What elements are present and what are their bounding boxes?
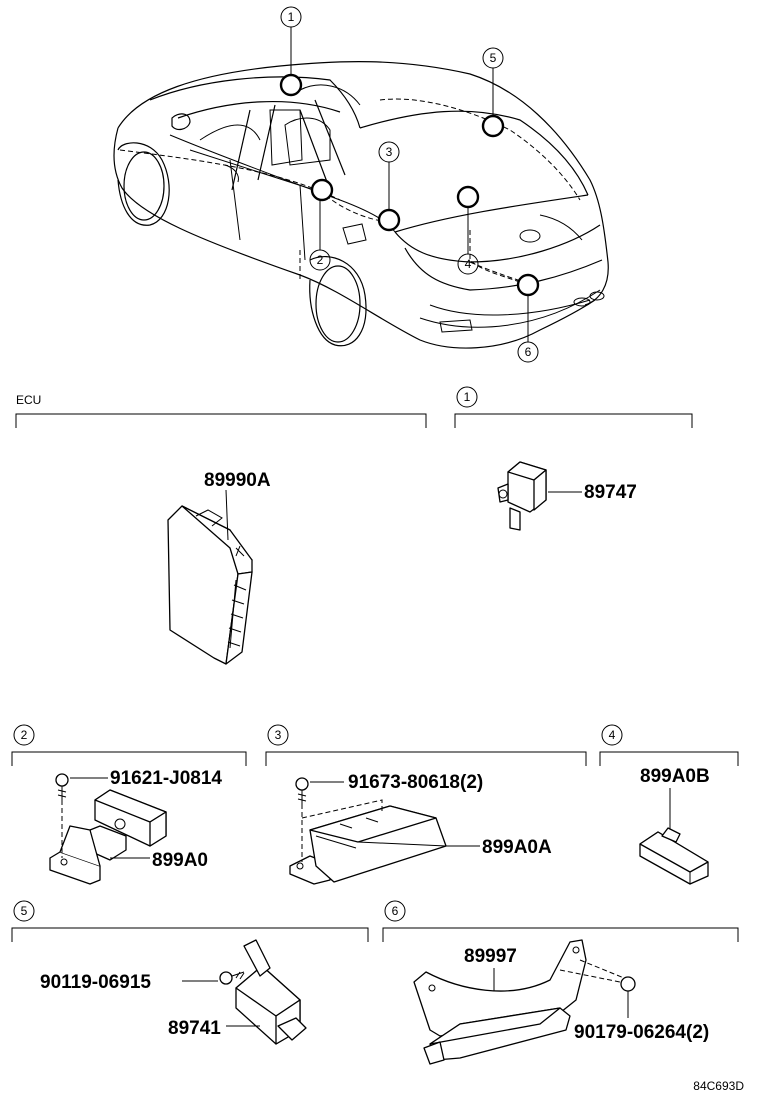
sensor-899A0B — [639, 827, 709, 885]
section-3-callout: 3 — [275, 728, 282, 742]
car-callout-4: 4 — [465, 257, 472, 271]
bolt-91621 — [55, 773, 69, 800]
location-marker-4 — [456, 185, 480, 209]
section-6-callout: 6 — [392, 904, 399, 918]
part-number-91673-80618: 91673-80618(2) — [348, 772, 483, 793]
car-leader-lines — [290, 27, 529, 342]
location-marker-5 — [481, 114, 505, 138]
car-callout-2: 2 — [317, 253, 324, 267]
location-marker-6 — [516, 273, 540, 297]
part-number-899A0B: 899A0B — [640, 766, 710, 787]
section-ecu: ECU 89990A — [15, 393, 427, 665]
car-callout-5: 5 — [490, 51, 497, 65]
section-4-callout: 4 — [609, 728, 616, 742]
car-callout-3: 3 — [386, 145, 393, 159]
sensor-89741 — [235, 939, 307, 1045]
section-6: 6 89997 90179-06264(2) — [382, 900, 739, 1065]
part-number-899A0A: 899A0A — [482, 837, 552, 858]
bolt-90119 — [219, 971, 245, 985]
location-marker-3 — [377, 208, 401, 232]
car-callouts: 1 5 3 2 4 6 — [280, 6, 539, 363]
location-marker-2 — [310, 178, 334, 202]
section-5: 5 90119-06915 89741 — [11, 900, 369, 1045]
diagram-code: 84C693D — [693, 1079, 744, 1093]
part-number-90119-06915: 90119-06915 — [40, 972, 151, 993]
part-number-89997: 89997 — [464, 946, 517, 967]
bolt-90179 — [620, 976, 636, 1004]
section-ecu-label: ECU — [16, 393, 41, 407]
section-1: 1 89747 — [454, 386, 693, 531]
section-1-callout: 1 — [464, 390, 471, 404]
part-number-899A0: 899A0 — [152, 850, 208, 871]
ecu-module — [167, 505, 253, 665]
part-number-89990A: 89990A — [204, 470, 271, 491]
part-number-89747: 89747 — [584, 482, 637, 503]
sensor-locations — [279, 73, 540, 297]
section-4: 4 899A0B — [599, 724, 739, 885]
sensor-bracket-899A0 — [49, 789, 167, 885]
car-callout-1: 1 — [288, 10, 295, 24]
module-899A0A — [289, 805, 447, 885]
section-2-callout: 2 — [21, 728, 28, 742]
part-number-90179-06264: 90179-06264(2) — [574, 1022, 709, 1043]
section-2: 2 91621-J0814 899A0 — [11, 724, 247, 885]
location-marker-1 — [279, 73, 303, 97]
section-3: 3 91673-80618(2) 899A0A — [265, 724, 587, 885]
bolt-91673 — [295, 777, 309, 804]
section-5-callout: 5 — [21, 904, 28, 918]
part-number-91621-J0814: 91621-J0814 — [110, 768, 222, 789]
part-number-89741: 89741 — [168, 1018, 221, 1039]
car-callout-6: 6 — [525, 345, 532, 359]
sensor-89747 — [497, 461, 547, 531]
bracket-module-89997 — [413, 939, 587, 1065]
vehicle-illustration — [113, 60, 609, 349]
